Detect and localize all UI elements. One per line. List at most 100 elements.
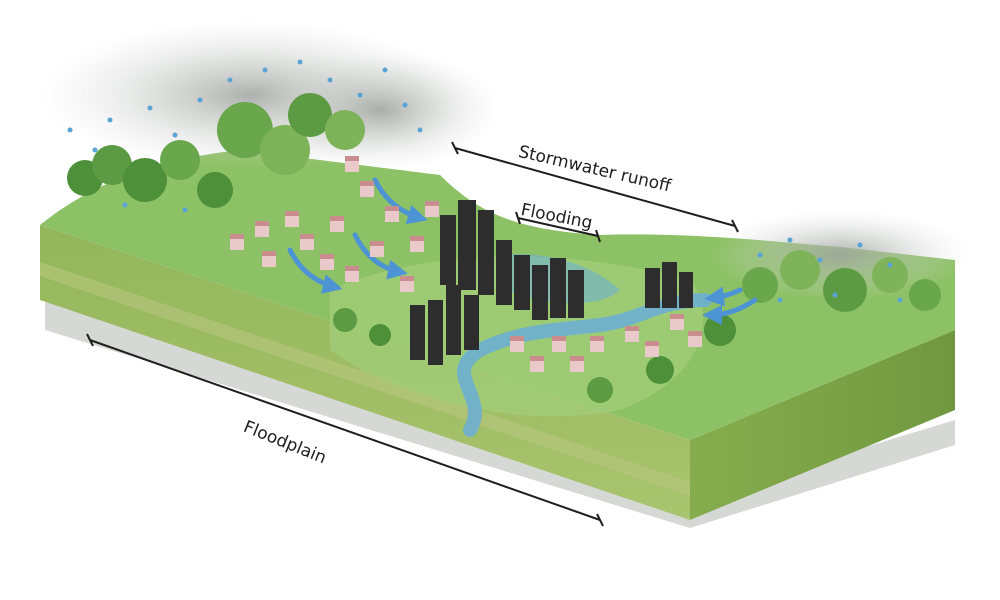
rain-drop-icon bbox=[147, 105, 153, 111]
rain-drop-icon bbox=[357, 92, 363, 98]
tree-icon bbox=[780, 250, 820, 290]
house-icon bbox=[255, 221, 269, 237]
skyscraper-icon bbox=[645, 268, 660, 308]
rain-drops bbox=[67, 59, 903, 303]
house-icon bbox=[570, 356, 584, 372]
house-icon bbox=[425, 201, 439, 217]
house-icon bbox=[400, 276, 414, 292]
rain-drop-icon bbox=[297, 59, 303, 65]
skyscraper-icon bbox=[514, 255, 530, 310]
rain-drop-icon bbox=[857, 242, 863, 248]
tree-icon bbox=[325, 110, 365, 150]
tree-icon bbox=[288, 93, 332, 137]
forest-right bbox=[333, 250, 941, 403]
terrain-side-face bbox=[690, 330, 955, 520]
runoff-arrow-icon bbox=[352, 232, 408, 280]
house-icon bbox=[645, 341, 659, 357]
house-icon bbox=[320, 254, 334, 270]
tree-icon bbox=[823, 268, 867, 312]
runoff-arrow-icon bbox=[287, 247, 343, 294]
rain-drop-icon bbox=[107, 117, 113, 123]
house-icon bbox=[360, 181, 374, 197]
skyscraper-icon bbox=[496, 240, 512, 305]
rain-drop-icon bbox=[817, 257, 823, 263]
soil-layer-band bbox=[40, 262, 690, 496]
rain-drop-icon bbox=[887, 262, 893, 268]
house-icon bbox=[552, 336, 566, 352]
floodplain-bracket bbox=[86, 333, 604, 527]
tree-icon bbox=[92, 145, 132, 185]
skyscraper-icon bbox=[458, 200, 476, 290]
rain-drop-icon bbox=[92, 147, 98, 153]
runoff-arrow-icon bbox=[704, 286, 743, 307]
tree-icon bbox=[587, 377, 613, 403]
skyscraper-icon bbox=[550, 258, 566, 318]
house-icon bbox=[625, 326, 639, 342]
rain-drop-icon bbox=[227, 77, 233, 83]
tree-icon bbox=[197, 172, 233, 208]
tree-icon bbox=[160, 140, 200, 180]
rain-drop-icon bbox=[67, 127, 73, 133]
river bbox=[457, 293, 712, 437]
runoff-arrow-icon bbox=[702, 297, 758, 325]
residential-houses bbox=[230, 156, 702, 372]
house-icon bbox=[230, 234, 244, 250]
tree-icon bbox=[742, 267, 778, 303]
skyscraper-icon bbox=[440, 215, 456, 285]
rain-drop-icon bbox=[122, 202, 128, 208]
rain-drop-icon bbox=[777, 297, 783, 303]
rain-drop-icon bbox=[262, 67, 268, 73]
house-icon bbox=[370, 241, 384, 257]
tree-icon bbox=[369, 324, 391, 346]
forest-left bbox=[67, 93, 365, 208]
skyscraper-icon bbox=[464, 295, 479, 350]
rain-drop-icon bbox=[832, 292, 838, 298]
stormwater-runoff-bracket bbox=[451, 141, 739, 233]
tree-icon bbox=[872, 257, 908, 293]
runoff-arrow-icon bbox=[372, 177, 428, 225]
house-icon bbox=[410, 236, 424, 252]
house-icon bbox=[330, 216, 344, 232]
house-icon bbox=[285, 211, 299, 227]
house-icon bbox=[530, 356, 544, 372]
house-icon bbox=[262, 251, 276, 267]
city-center bbox=[410, 200, 693, 365]
skyscraper-icon bbox=[428, 300, 443, 365]
skyscraper-icon bbox=[410, 305, 425, 360]
house-icon bbox=[300, 234, 314, 250]
runoff-arrows bbox=[287, 177, 758, 325]
rain-drop-icon bbox=[417, 127, 423, 133]
tree-icon bbox=[646, 356, 674, 384]
tree-icon bbox=[123, 158, 167, 202]
house-icon bbox=[345, 156, 359, 172]
rain-drop-icon bbox=[787, 237, 793, 243]
rain-drop-icon bbox=[402, 102, 408, 108]
skyscraper-icon bbox=[446, 285, 461, 355]
house-icon bbox=[510, 336, 524, 352]
skyscraper-icon bbox=[662, 262, 677, 308]
rain-drop-icon bbox=[197, 97, 203, 103]
rain-drop-icon bbox=[182, 207, 188, 213]
tree-icon bbox=[260, 125, 310, 175]
rain-drop-icon bbox=[382, 67, 388, 73]
rain-drop-icon bbox=[172, 132, 178, 138]
house-icon bbox=[590, 336, 604, 352]
skyscraper-icon bbox=[478, 210, 494, 295]
rain-drop-icon bbox=[327, 77, 333, 83]
house-icon bbox=[345, 266, 359, 282]
tree-icon bbox=[333, 308, 357, 332]
skyscraper-icon bbox=[532, 265, 548, 320]
house-icon bbox=[670, 314, 684, 330]
rain-drop-icon bbox=[757, 252, 763, 258]
house-icon bbox=[385, 206, 399, 222]
tree-icon bbox=[704, 314, 736, 346]
skyscraper-icon bbox=[568, 270, 584, 318]
tree-icon bbox=[217, 102, 273, 158]
skyscraper-icon bbox=[679, 272, 693, 308]
measure-lines bbox=[86, 141, 739, 527]
flooding-bracket bbox=[515, 211, 601, 243]
rain-drop-icon bbox=[897, 297, 903, 303]
house-icon bbox=[688, 331, 702, 347]
tree-icon bbox=[909, 279, 941, 311]
